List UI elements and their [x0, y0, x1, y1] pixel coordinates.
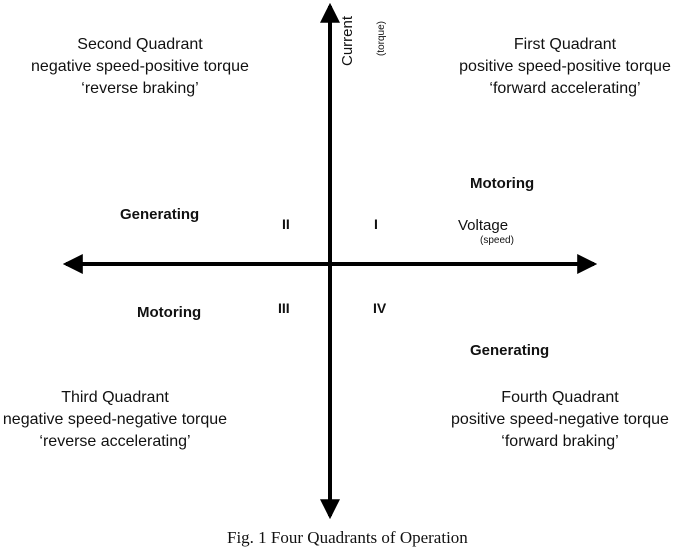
fourth-quadrant-description: Fourth Quadrant positive speed-negative … — [430, 387, 690, 453]
vertical-axis-sublabel: (torque) — [376, 20, 387, 56]
second-quadrant-mode: ‘reverse braking’ — [81, 80, 199, 97]
second-quadrant-numeral: II — [282, 216, 290, 232]
third-quadrant-title: Third Quadrant — [61, 389, 169, 406]
fourth-quadrant-mode: ‘forward braking’ — [501, 433, 619, 450]
figure-caption: Fig. 1 Four Quadrants of Operation — [227, 528, 468, 547]
horizontal-axis-label: Voltage — [458, 217, 509, 234]
third-quadrant-numeral: III — [278, 300, 290, 316]
second-quadrant-title: Second Quadrant — [77, 36, 203, 53]
fourth-quadrant-torque-speed: positive speed-negative torque — [451, 411, 669, 428]
third-quadrant-description: Third Quadrant negative speed-negative t… — [0, 387, 230, 453]
second-quadrant-description: Second Quadrant negative speed-positive … — [0, 34, 280, 100]
second-quadrant-operation: Generating — [120, 206, 200, 223]
vertical-axis-label: Current — [339, 15, 356, 66]
third-quadrant-operation: Motoring — [137, 304, 202, 321]
fourth-quadrant-operation: Generating — [470, 342, 550, 359]
first-quadrant-torque-speed: positive speed-positive torque — [459, 58, 671, 75]
horizontal-axis-sublabel: (speed) — [480, 235, 514, 246]
third-quadrant-mode: ‘reverse accelerating’ — [39, 433, 191, 450]
first-quadrant-mode: ‘forward accelerating’ — [489, 80, 641, 97]
first-quadrant-description: First Quadrant positive speed-positive t… — [430, 34, 690, 100]
fourth-quadrant-title: Fourth Quadrant — [501, 389, 619, 406]
first-quadrant-operation: Motoring — [470, 175, 535, 192]
fourth-quadrant-numeral: IV — [373, 300, 387, 316]
first-quadrant-title: First Quadrant — [513, 36, 617, 53]
second-quadrant-torque-speed: negative speed-positive torque — [31, 58, 249, 75]
first-quadrant-numeral: I — [374, 216, 378, 232]
third-quadrant-torque-speed: negative speed-negative torque — [2, 411, 228, 428]
